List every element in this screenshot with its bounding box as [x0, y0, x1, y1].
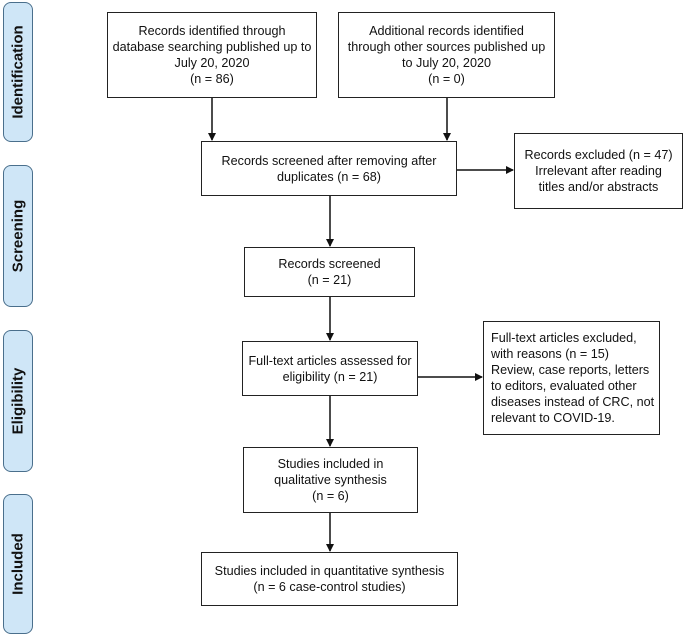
box-line: (n = 6) [312, 489, 349, 503]
box-line: Review, case reports, letters [491, 363, 650, 377]
box-line: relevant to COVID-19. [491, 411, 615, 425]
box-qualitative-synthesis: Studies included in qualitative synthesi… [243, 447, 418, 513]
box-line: Studies included in quantitative synthes… [214, 564, 445, 578]
box-line: Records identified through [138, 24, 286, 38]
box-line: titles and/or abstracts [538, 180, 659, 194]
box-line: database searching published up to [112, 40, 312, 54]
box-line: Full-text articles assessed for [248, 353, 412, 368]
box-fulltext-assessed: Full-text articles assessed for eligibil… [242, 341, 418, 396]
phase-screening: Screening [3, 165, 33, 307]
phase-identification: Identification [3, 2, 33, 142]
box-line: Studies included in [277, 457, 384, 471]
box-line: to July 20, 2020 [402, 56, 491, 70]
box-line: Records excluded (n = 47) [524, 148, 673, 162]
box-line: qualitative synthesis [274, 473, 387, 487]
box-after-duplicates: Records screened after removing after du… [201, 141, 457, 196]
phase-eligibility: Eligibility [3, 330, 33, 472]
box-database-search: Records identified through database sear… [107, 12, 317, 98]
box-line: eligibility (n = 21) [282, 369, 378, 384]
box-line: Irrelevant after reading [535, 164, 662, 178]
box-line: Full-text articles excluded, [491, 331, 637, 345]
box-line: to editors, evaluated other [491, 379, 637, 393]
box-line: July 20, 2020 [174, 56, 250, 70]
box-line: through other sources published up [347, 40, 546, 54]
box-line: duplicates (n = 68) [277, 169, 381, 184]
box-line: (n = 6 case-control studies) [253, 580, 406, 594]
box-line: (n = 0) [428, 72, 465, 86]
box-line: Records screened after removing after [221, 153, 437, 168]
box-quantitative-synthesis: Studies included in quantitative synthes… [201, 552, 458, 606]
box-fulltext-excluded: Full-text articles excluded, with reason… [483, 321, 660, 435]
box-line: Records screened [278, 257, 381, 271]
box-records-excluded: Records excluded (n = 47) Irrelevant aft… [514, 133, 683, 209]
box-records-screened: Records screened (n = 21) [244, 247, 415, 297]
box-line: Additional records identified [369, 24, 524, 38]
box-other-sources: Additional records identified through ot… [338, 12, 555, 98]
box-line: (n = 21) [307, 273, 352, 287]
box-line: diseases instead of CRC, not [491, 395, 655, 409]
box-line: with reasons (n = 15) [491, 347, 609, 361]
phase-included: Included [3, 494, 33, 634]
box-line: (n = 86) [190, 72, 234, 86]
